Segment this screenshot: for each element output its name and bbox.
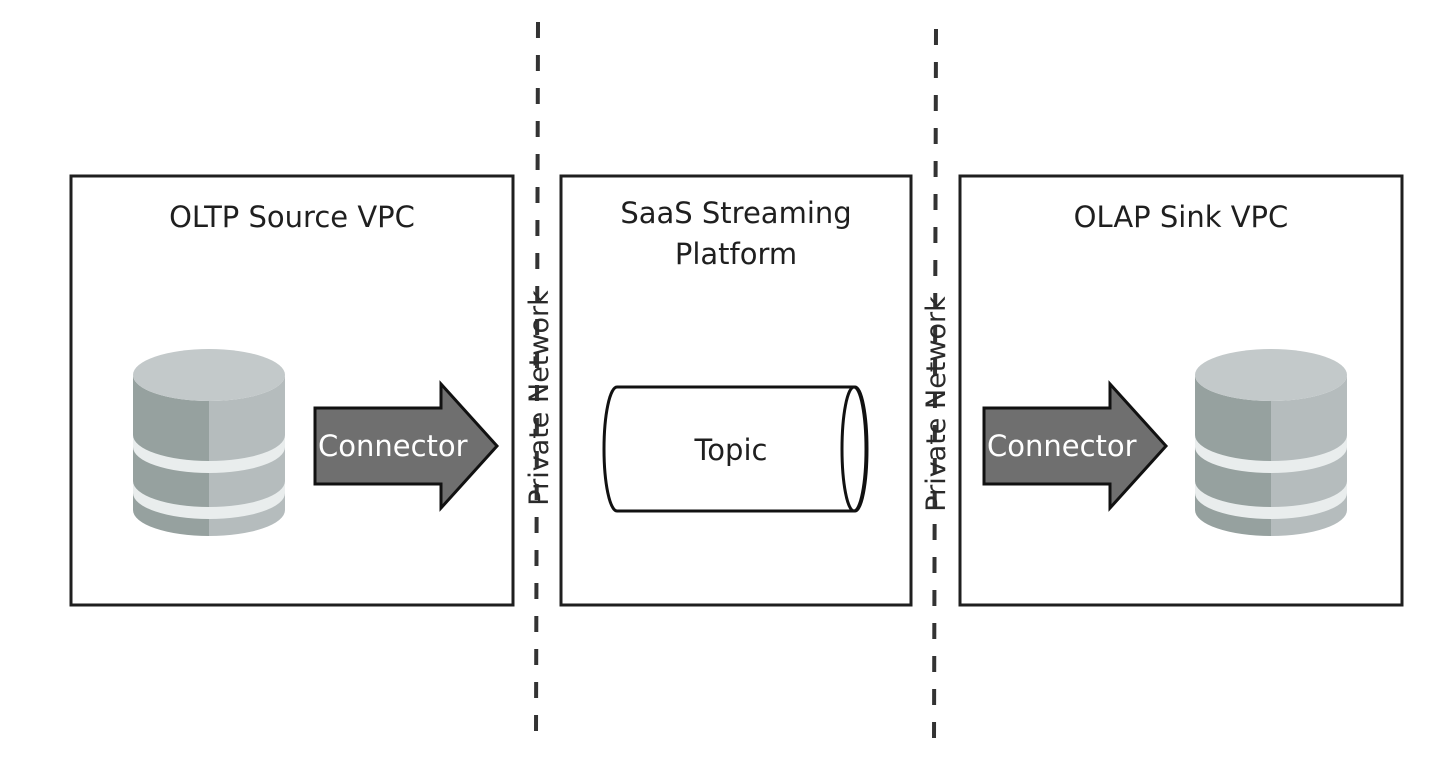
sink-connector-label: Connector [987,429,1137,463]
source-vpc-title: OLTP Source VPC [169,200,415,234]
source-connector-label: Connector [318,429,468,463]
streaming-platform-box: SaaS Streaming Platform Topic [559,174,913,607]
platform-title-line1: SaaS Streaming [620,196,851,230]
platform-title-line2: Platform [675,237,797,271]
sink-vpc-box: OLAP Sink VPC Connector [958,174,1404,607]
sink-database-icon [1195,349,1347,536]
topic-cylinder-icon: Topic [602,385,869,513]
topic-label: Topic [694,433,768,467]
network-label-left: Private Network [524,290,555,506]
source-database-icon [133,349,285,536]
network-label-right: Private Network [921,296,952,512]
network-boundary-left [534,21,540,736]
sink-connector-arrow: Connector [982,380,1169,512]
sink-vpc-title: OLAP Sink VPC [1074,200,1289,234]
network-boundary-right [932,28,938,743]
source-connector-arrow: Connector [313,380,500,512]
source-vpc-box: OLTP Source VPC Connector [69,174,515,607]
